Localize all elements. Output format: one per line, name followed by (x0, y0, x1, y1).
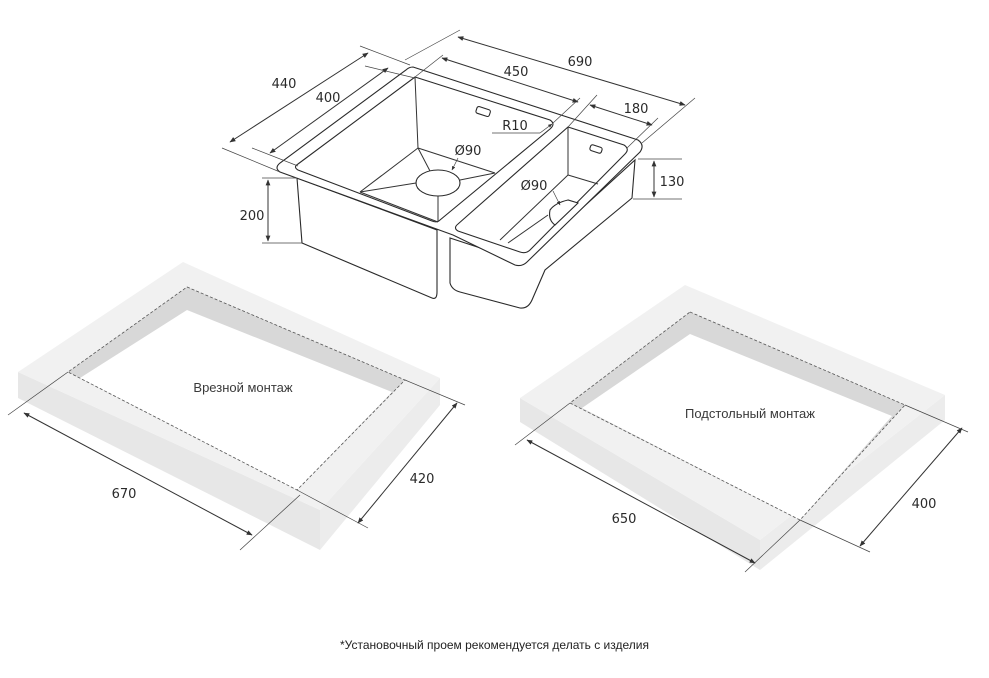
main-width-value: 450 (504, 65, 529, 80)
undermount-width-value: 650 (612, 512, 637, 527)
overflow (589, 144, 603, 154)
flush-width-dimension (23, 412, 253, 536)
undermount-depth-value: 400 (912, 497, 937, 512)
main-height-value: 200 (240, 209, 265, 224)
small-drain (549, 199, 580, 226)
undermount-countertop: Подстольный монтаж 650 400 (514, 285, 969, 573)
sink-drawing: 690 450 180 440 400 200 130 R10 Ø90 Ø90 (221, 29, 696, 309)
flush-depth-dimension (357, 402, 458, 524)
flush-mount-countertop: Врезной монтаж 670 420 (7, 262, 466, 551)
footnote: *Установочный проем рекомендуется делать… (340, 638, 649, 652)
cutout-outline (569, 311, 906, 521)
undermount-label: Подстольный монтаж (685, 406, 815, 421)
overall-width-value: 690 (568, 55, 593, 70)
small-width-value: 180 (624, 102, 649, 117)
overflow (475, 106, 491, 118)
main-drain (415, 169, 461, 197)
small-drain-value: Ø90 (521, 179, 548, 194)
bowl-depth-value: 400 (316, 91, 341, 106)
main-drain-value: Ø90 (455, 144, 482, 159)
overall-depth-value: 440 (272, 77, 297, 92)
undermount-depth-dimension (859, 427, 963, 547)
flush-width-value: 670 (112, 487, 137, 502)
small-height-value: 130 (660, 175, 685, 190)
flush-depth-value: 420 (410, 472, 435, 487)
undermount-width-dimension (526, 439, 756, 564)
flush-mount-label: Врезной монтаж (193, 380, 292, 395)
radius-value: R10 (502, 119, 528, 134)
